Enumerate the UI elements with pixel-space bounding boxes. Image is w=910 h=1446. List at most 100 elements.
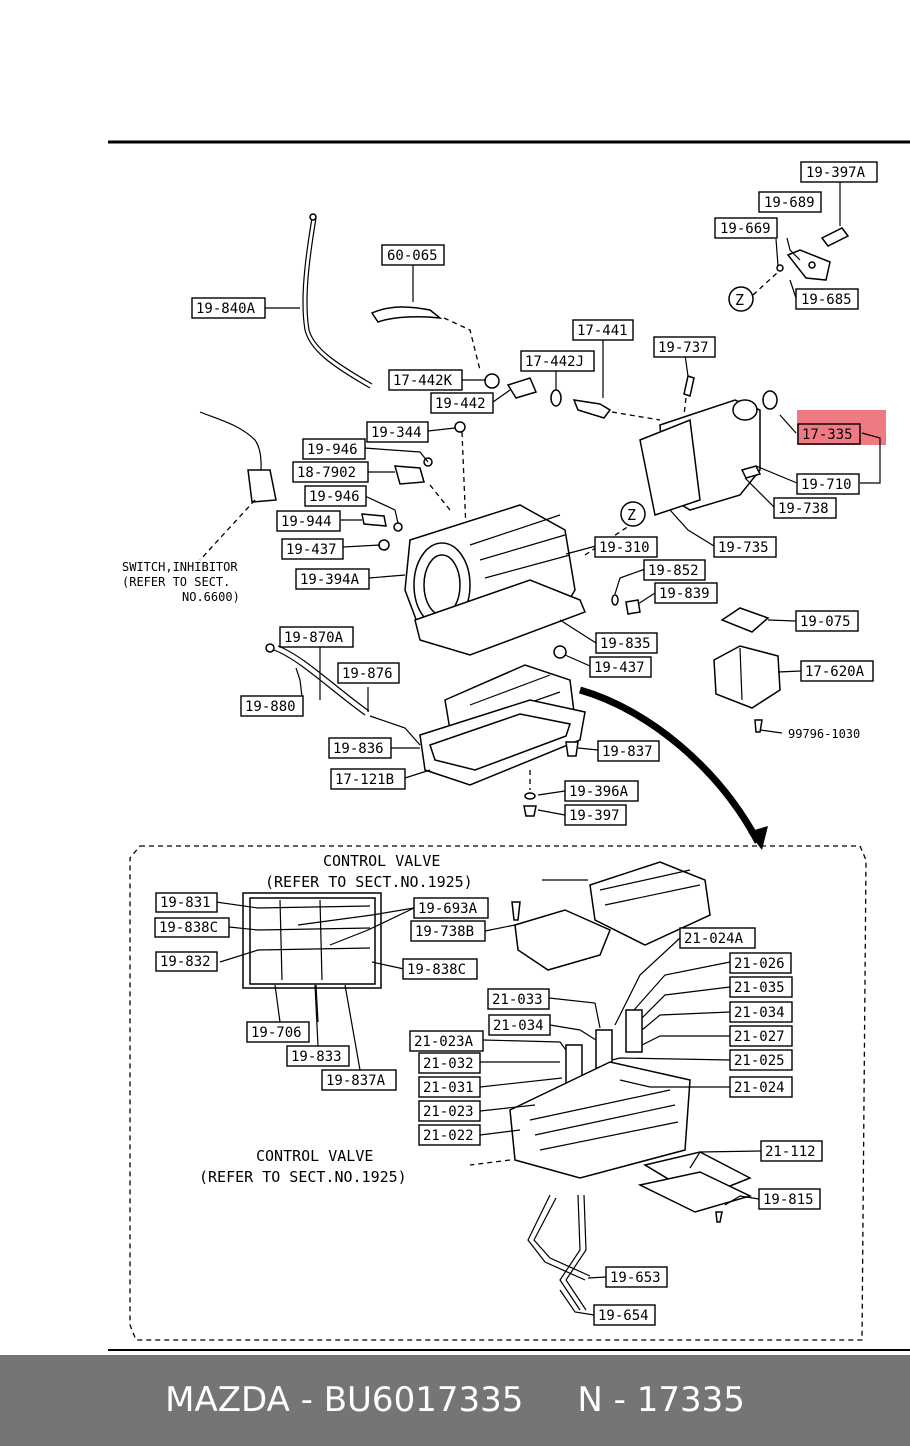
part-label-19-737[interactable]: 19-737: [653, 336, 716, 358]
svg-text:19-437: 19-437: [286, 542, 337, 558]
part-label-19-685[interactable]: 19-685: [795, 288, 859, 310]
svg-text:19-735: 19-735: [718, 540, 769, 556]
svg-text:19-838C: 19-838C: [407, 962, 466, 978]
part-label-19-693A[interactable]: 19-693A: [413, 897, 489, 919]
part-label-21-034-b[interactable]: 21-034: [488, 1014, 551, 1036]
svg-text:19-653: 19-653: [610, 1270, 661, 1286]
part-label-19-075[interactable]: 19-075: [795, 610, 859, 632]
part-label-17-441[interactable]: 17-441: [572, 319, 634, 341]
part-label-19-852[interactable]: 19-852: [643, 559, 706, 581]
part-label-19-831[interactable]: 19-831: [155, 892, 218, 913]
part-label-19-837[interactable]: 19-837: [597, 740, 660, 762]
svg-text:19-706: 19-706: [251, 1025, 302, 1041]
part-label-21-024A[interactable]: 21-024A: [679, 927, 756, 949]
part-label-19-815[interactable]: 19-815: [758, 1188, 821, 1210]
part-label-21-025[interactable]: 21-025: [729, 1049, 793, 1071]
svg-text:19-835: 19-835: [600, 636, 651, 652]
part-label-21-035[interactable]: 21-035: [729, 976, 793, 998]
part-label-19-870A[interactable]: 19-870A: [279, 626, 354, 648]
part-label-60-065[interactable]: 60-065: [381, 244, 445, 266]
footer-bar: MAZDA - BU6017335 N - 17335: [0, 1355, 910, 1446]
part-label-19-653[interactable]: 19-653: [605, 1266, 668, 1288]
svg-text:19-397: 19-397: [569, 808, 620, 824]
part-label-17-442K[interactable]: 17-442K: [388, 369, 463, 391]
part-label-19-835[interactable]: 19-835: [595, 632, 658, 654]
part-label-21-023A[interactable]: 21-023A: [409, 1030, 484, 1052]
part-label-19-876[interactable]: 19-876: [337, 662, 400, 684]
transmission-parts-diagram: Z: [108, 140, 910, 1351]
svg-text:19-815: 19-815: [763, 1192, 814, 1208]
part-label-21-027[interactable]: 21-027: [729, 1025, 793, 1047]
part-label-17-620A[interactable]: 17-620A: [800, 660, 874, 682]
part-label-19-706[interactable]: 19-706: [246, 1021, 310, 1043]
part-label-19-833[interactable]: 19-833: [286, 1045, 350, 1067]
part-label-19-832[interactable]: 19-832: [155, 951, 218, 972]
part-label-19-735[interactable]: 19-735: [713, 536, 777, 558]
part-label-19-344[interactable]: 19-344: [366, 421, 429, 443]
part-label-19-838C[interactable]: 19-838C: [154, 917, 230, 938]
svg-text:17-620A: 17-620A: [805, 664, 865, 680]
part-label-19-442[interactable]: 19-442: [430, 392, 494, 414]
part-label-19-840A[interactable]: 19-840A: [191, 297, 266, 319]
part-label-19-944[interactable]: 19-944: [276, 510, 341, 532]
part-label-17-335[interactable]: 17-335: [797, 423, 861, 445]
part-label-19-397[interactable]: 19-397: [564, 804, 627, 826]
part-label-19-946-b[interactable]: 19-946: [304, 485, 367, 507]
part-label-18-7902[interactable]: 18-7902: [292, 461, 369, 483]
svg-text:21-112: 21-112: [765, 1144, 816, 1160]
part-label-19-437-a[interactable]: 19-437: [281, 538, 344, 560]
svg-text:19-737: 19-737: [658, 340, 709, 356]
svg-text:19-396A: 19-396A: [569, 784, 629, 800]
part-label-19-396A[interactable]: 19-396A: [564, 780, 639, 802]
z-marker-upper: Z: [735, 291, 744, 309]
svg-text:19-946: 19-946: [309, 489, 360, 505]
part-label-19-397A[interactable]: 19-397A: [800, 161, 878, 183]
part-label-21-031[interactable]: 21-031: [418, 1076, 481, 1098]
part-label-19-654[interactable]: 19-654: [593, 1304, 656, 1326]
part-label-21-032[interactable]: 21-032: [418, 1052, 481, 1074]
svg-text:19-838C: 19-838C: [159, 920, 218, 936]
part-label-19-839[interactable]: 19-839: [654, 582, 718, 604]
part-label-19-838C-2[interactable]: 19-838C: [402, 958, 478, 980]
svg-text:21-034: 21-034: [493, 1018, 544, 1034]
part-label-19-738[interactable]: 19-738: [773, 497, 837, 519]
note-switch-inhibitor-line1: SWITCH,INHIBITOR: [122, 560, 238, 574]
svg-text:19-833: 19-833: [291, 1049, 342, 1065]
part-label-21-033[interactable]: 21-033: [487, 988, 550, 1010]
svg-text:19-394A: 19-394A: [300, 572, 360, 588]
part-label-19-837A[interactable]: 19-837A: [321, 1069, 397, 1091]
part-label-19-880[interactable]: 19-880: [240, 695, 304, 717]
note-control-valve-upper-line2: (REFER TO SECT.NO.1925): [265, 873, 473, 891]
part-label-21-112[interactable]: 21-112: [760, 1140, 823, 1162]
svg-text:19-685: 19-685: [801, 292, 852, 308]
part-label-19-946-a[interactable]: 19-946: [302, 438, 366, 460]
part-label-21-023[interactable]: 21-023: [418, 1100, 481, 1122]
footer-part-number: MAZDA - BU6017335 N - 17335: [165, 1380, 745, 1420]
part-label-19-836[interactable]: 19-836: [328, 737, 392, 759]
svg-text:21-023: 21-023: [423, 1104, 474, 1120]
svg-text:19-437: 19-437: [594, 660, 645, 676]
note-switch-inhibitor-line3: NO.6600): [182, 590, 240, 604]
part-label-19-710[interactable]: 19-710: [796, 473, 860, 495]
svg-text:18-7902: 18-7902: [297, 465, 356, 481]
leader-lines: [215, 182, 881, 1316]
part-label-21-024[interactable]: 21-024: [729, 1076, 793, 1098]
part-label-17-442J[interactable]: 17-442J: [520, 350, 595, 372]
part-label-19-689[interactable]: 19-689: [758, 191, 822, 213]
svg-text:21-023A: 21-023A: [414, 1034, 474, 1050]
part-label-19-394A[interactable]: 19-394A: [295, 568, 370, 590]
svg-text:21-026: 21-026: [734, 956, 785, 972]
note-switch-inhibitor-line2: (REFER TO SECT.: [122, 575, 230, 589]
part-label-19-437-b[interactable]: 19-437: [589, 656, 652, 678]
z-marker-lower: Z: [627, 506, 636, 524]
part-label-21-022[interactable]: 21-022: [418, 1124, 481, 1146]
part-label-17-121B[interactable]: 17-121B: [330, 768, 406, 790]
svg-text:21-022: 21-022: [423, 1128, 474, 1144]
notes: SWITCH,INHIBITOR (REFER TO SECT. NO.6600…: [122, 560, 860, 1186]
part-label-19-738B[interactable]: 19-738B: [410, 920, 486, 942]
part-label-21-026[interactable]: 21-026: [729, 952, 792, 974]
part-label-19-310[interactable]: 19-310: [594, 536, 658, 558]
svg-text:17-442K: 17-442K: [393, 373, 453, 389]
part-label-21-034-a[interactable]: 21-034: [729, 1001, 793, 1023]
part-label-19-669[interactable]: 19-669: [714, 217, 778, 239]
